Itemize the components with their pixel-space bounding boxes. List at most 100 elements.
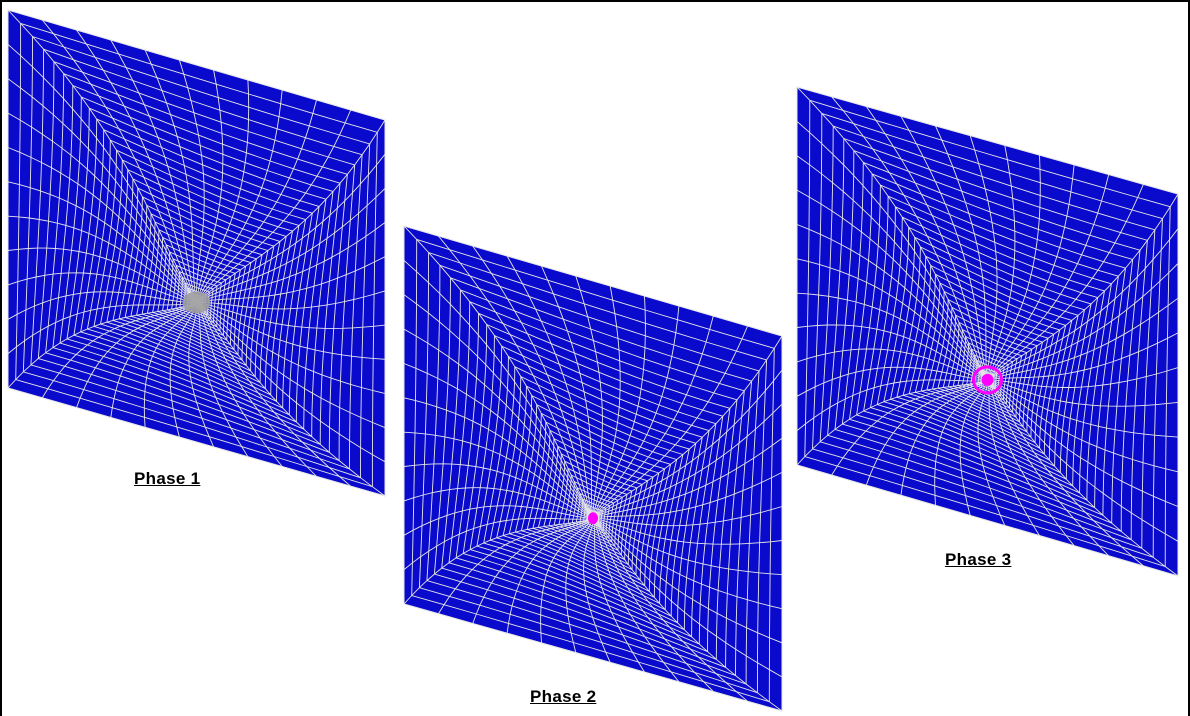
mesh-spoke-line — [178, 59, 205, 303]
mesh-spoke-line — [7, 147, 197, 303]
mesh-spoke-line — [987, 379, 1144, 567]
mesh-spoke-line — [592, 471, 783, 519]
mesh-spoke-line — [541, 265, 594, 519]
mesh-spoke-line — [969, 135, 998, 380]
mesh-spoke-line — [403, 397, 594, 519]
mesh-spoke-line — [438, 517, 594, 614]
mesh-spoke-line — [959, 379, 988, 516]
mesh-panel-phase-2 — [403, 225, 783, 712]
mesh-spoke-line — [196, 302, 386, 429]
mesh-spoke-line — [506, 255, 594, 519]
mesh-spoke-line — [935, 125, 988, 380]
mesh-spoke-line — [7, 302, 197, 389]
mesh-spoke-line — [196, 302, 386, 497]
mesh-spoke-line — [796, 224, 988, 381]
mesh-spoke-line — [831, 96, 988, 381]
crack-ring-highlight — [972, 365, 1003, 395]
mesh-spoke-line — [438, 235, 594, 519]
dense-center-cluster — [182, 291, 211, 314]
mesh-spoke-line — [7, 215, 197, 303]
mesh-spoke-line — [196, 79, 250, 303]
mesh-spoke-line — [196, 188, 386, 303]
mesh-boundary — [403, 225, 783, 712]
mesh-spoke-line — [592, 315, 714, 519]
mesh-spoke-line — [592, 517, 783, 644]
mesh-spoke-line — [7, 302, 197, 354]
mesh-spoke-line — [196, 256, 386, 303]
mesh-spoke-line — [196, 99, 317, 303]
mesh-spoke-line — [796, 292, 988, 381]
mesh-spoke-line — [987, 155, 1041, 381]
crack-tip-highlight — [588, 512, 598, 525]
caption-phase-3: Phase 3 — [945, 550, 1012, 569]
mesh-spoke-line — [977, 379, 1006, 526]
mesh-spoke-line — [865, 106, 988, 381]
mesh-spoke-line — [7, 44, 197, 303]
mesh-spoke-line — [592, 517, 748, 702]
mesh-panel-phase-1 — [7, 9, 386, 497]
mesh-spoke-line — [196, 302, 317, 477]
mesh-spoke-line — [900, 115, 988, 381]
mesh-boundary — [796, 86, 1179, 577]
mesh-spoke-line — [196, 119, 386, 303]
mesh-spoke-line — [196, 302, 386, 463]
mesh-spoke-line — [403, 363, 594, 519]
mesh-spoke-line — [593, 506, 783, 527]
mesh-spoke-line — [196, 89, 283, 303]
mesh-spoke-line — [506, 517, 594, 634]
mesh-spoke-line — [592, 518, 645, 673]
mesh-spoke-line — [592, 335, 783, 519]
mesh-spoke-line — [196, 302, 283, 467]
mesh-spoke-line — [934, 379, 988, 506]
mesh-spoke-line — [403, 328, 594, 519]
mesh-spoke-line — [592, 403, 783, 519]
mesh-spoke-line — [196, 109, 352, 303]
mesh-spoke-line — [592, 517, 783, 576]
mesh-spoke-line — [403, 260, 594, 519]
mesh-spoke-line — [7, 9, 197, 303]
mesh-spoke-line — [987, 379, 1179, 507]
mesh-spoke-line — [987, 379, 1179, 542]
mesh-spoke-line — [196, 302, 351, 487]
mesh-spoke-line — [196, 153, 386, 303]
mesh-spoke-line — [110, 39, 197, 303]
mesh-spoke-line — [540, 517, 594, 643]
mesh-spoke-line — [583, 518, 611, 663]
mesh-spoke-line — [7, 247, 197, 303]
mesh-spoke-line — [796, 121, 988, 381]
mesh-spoke-line — [987, 193, 1179, 381]
mesh-spoke-line — [592, 285, 621, 519]
mesh-spoke-line — [7, 112, 197, 303]
mesh-spoke-line — [403, 505, 593, 536]
mesh-spoke-line — [987, 263, 1179, 381]
mesh-spoke-line — [41, 302, 197, 399]
mesh-spoke-line — [472, 517, 594, 624]
mesh-spoke-line — [987, 379, 1040, 536]
mesh-spoke-line — [592, 295, 646, 519]
mesh-spoke-line — [987, 174, 1110, 381]
mesh-spoke-line — [592, 518, 680, 683]
mesh-spoke-line — [196, 302, 386, 360]
mesh-spoke-line — [76, 29, 197, 303]
mesh-spoke-line — [7, 78, 197, 303]
mesh-spoke-line — [196, 222, 386, 303]
mesh-spoke-line — [7, 272, 197, 303]
mesh-spoke-line — [196, 302, 386, 329]
mesh-spoke-line — [592, 325, 749, 519]
mesh-spoke-line — [592, 369, 783, 519]
mesh-spoke-line — [900, 379, 988, 496]
mesh-plate — [404, 226, 782, 711]
mesh-spoke-line — [7, 181, 197, 303]
mesh-panel-phase-3 — [796, 86, 1179, 577]
mesh-spoke-line — [796, 258, 988, 381]
mesh-spoke-line — [144, 49, 197, 303]
mesh-spoke-line — [865, 379, 988, 486]
caption-phase-2: Phase 2 — [530, 687, 597, 706]
mesh-spoke-line — [796, 189, 988, 381]
mesh-spoke-line — [403, 225, 594, 519]
mesh-spoke-line — [987, 184, 1144, 381]
mesh-spoke-line — [987, 145, 1016, 380]
mesh-spoke-line — [7, 291, 197, 320]
